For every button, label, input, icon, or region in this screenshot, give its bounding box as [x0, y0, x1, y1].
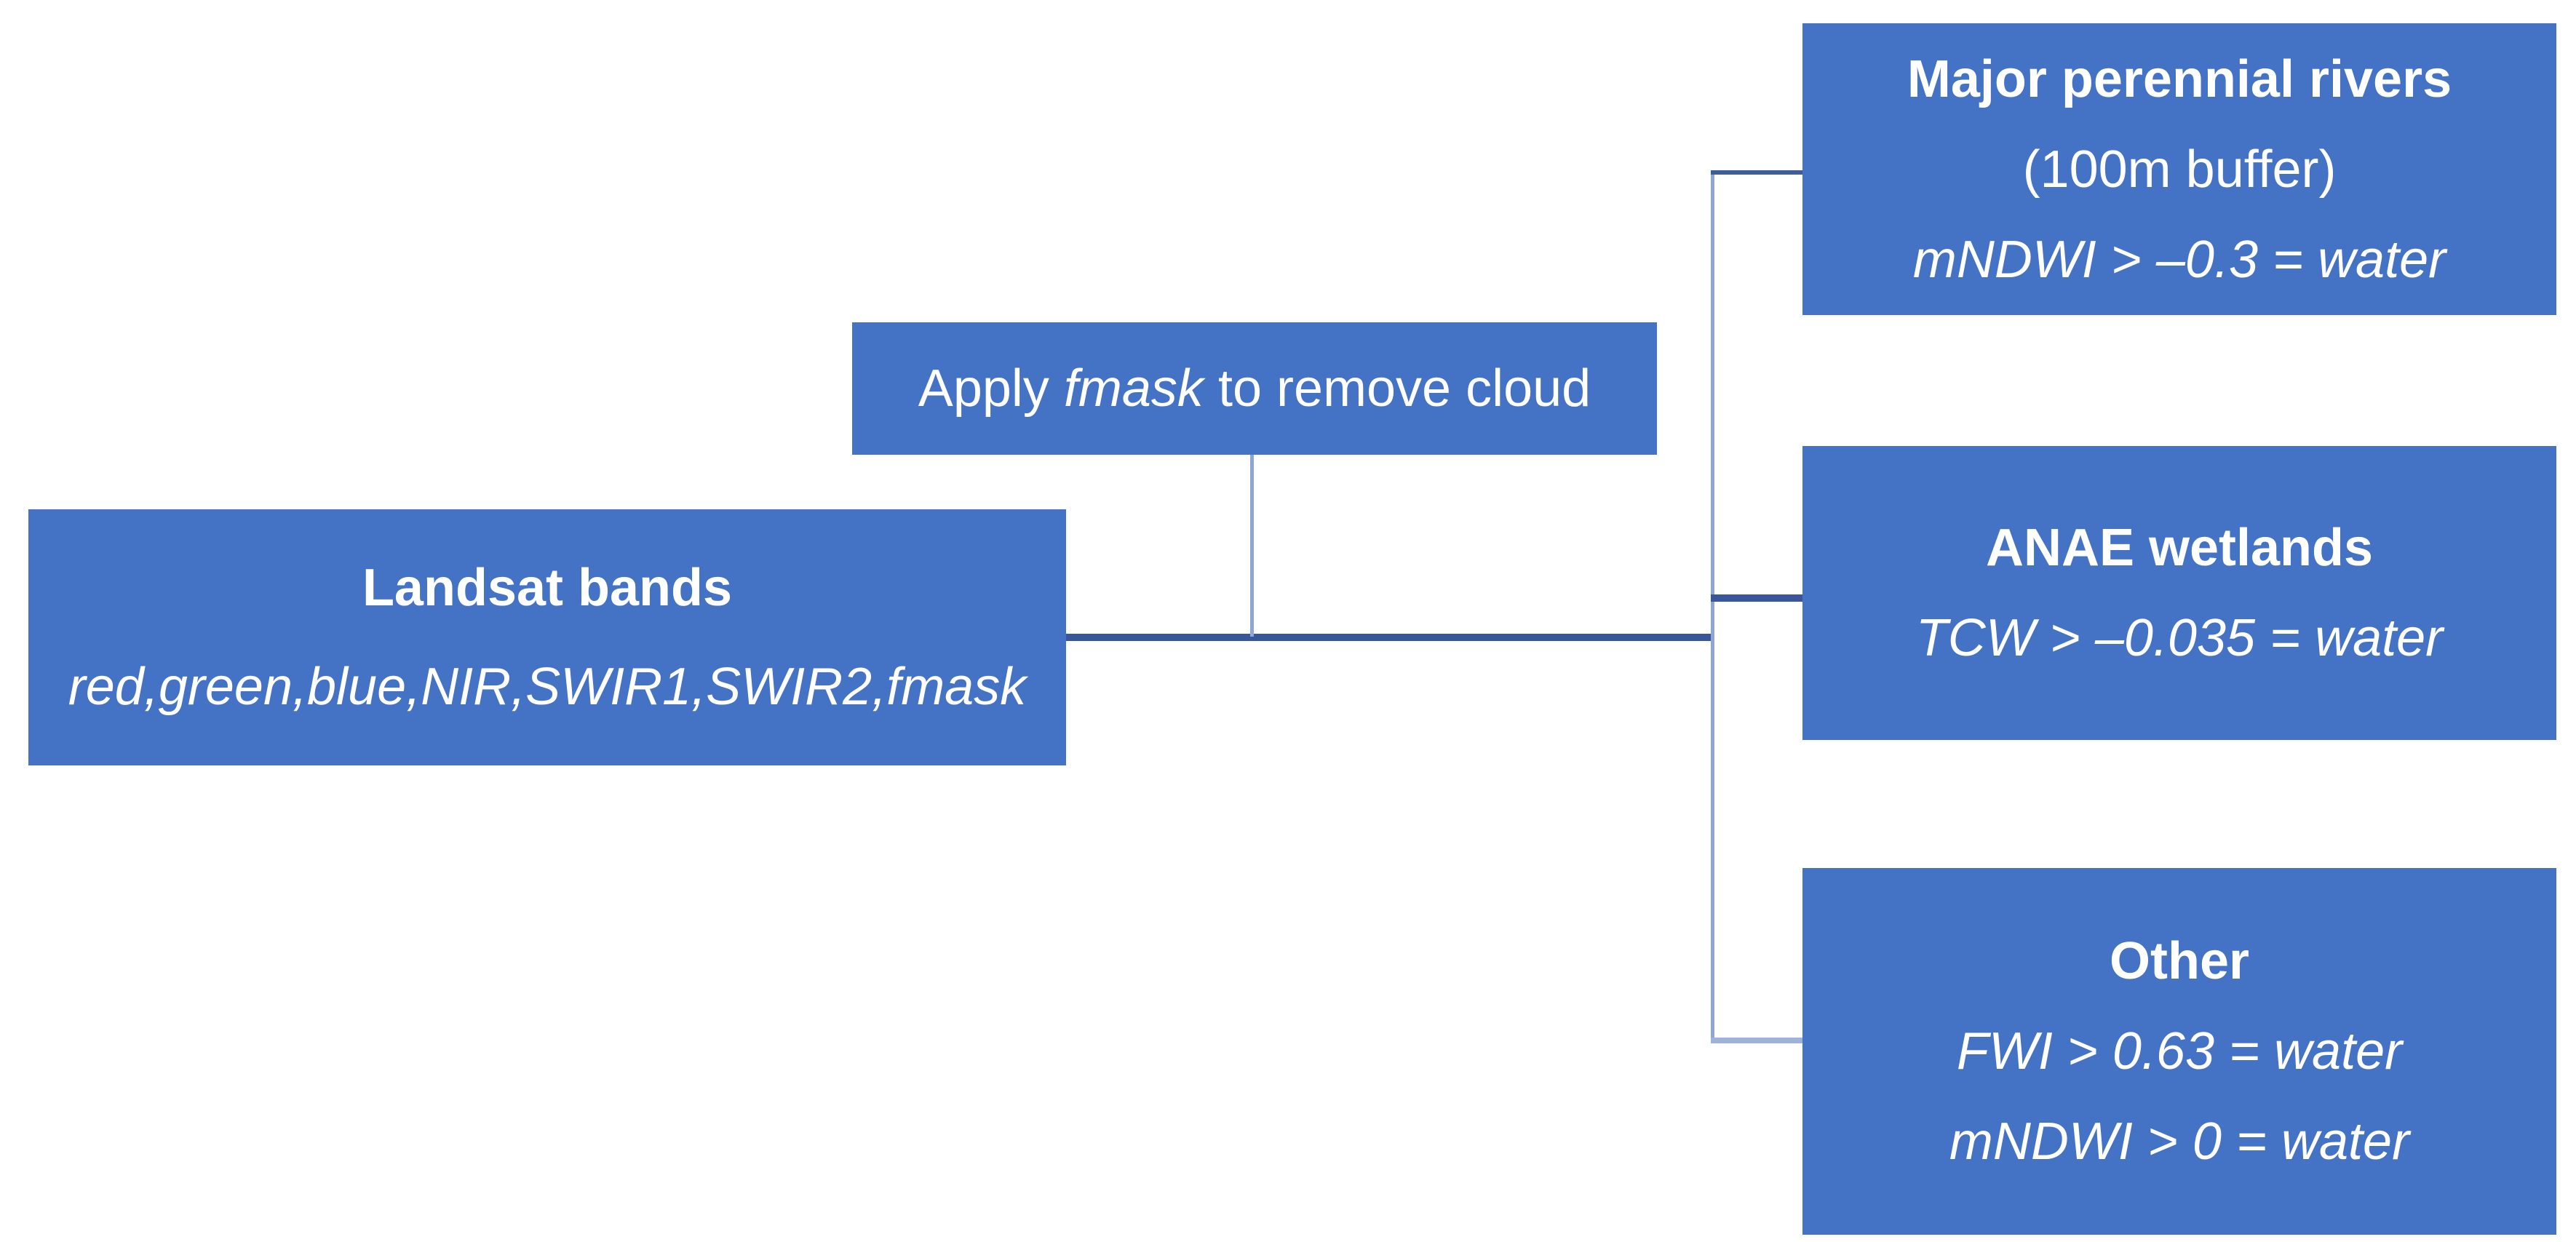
rivers-subtitle: (100m buffer) [2022, 140, 2337, 199]
other-threshold-rule-2: mNDWI > 0 = water [1949, 1112, 2410, 1171]
landsat-bands-node: Landsat bands red,green,blue,NIR,SWIR1,S… [28, 509, 1066, 765]
fmask-process-label: Apply fmask to remove cloud [918, 343, 1591, 434]
other-title: Other [2109, 932, 2250, 990]
other-output-node: Other FWI > 0.63 = water mNDWI > 0 = wat… [1802, 868, 2556, 1235]
rivers-output-node: Major perennial rivers (100m buffer) mND… [1802, 23, 2556, 315]
wetlands-output-node: ANAE wetlands TCW > –0.035 = water [1802, 446, 2556, 740]
fmask-process-node: Apply fmask to remove cloud [852, 322, 1657, 455]
fmask-connector-stub [1250, 455, 1254, 637]
wetlands-threshold-rule: TCW > –0.035 = water [1915, 609, 2444, 667]
rivers-connector-stub [1711, 170, 1802, 175]
bracket-vertical-line [1711, 172, 1714, 1042]
other-connector-stub [1711, 1038, 1802, 1043]
other-threshold-rule-1: FWI > 0.63 = water [1956, 1022, 2403, 1080]
wetlands-connector-stub [1711, 594, 1802, 602]
fmask-label-suffix: to remove cloud [1203, 359, 1591, 418]
wetlands-title: ANAE wetlands [1985, 519, 2374, 577]
fmask-label-prefix: Apply [918, 359, 1064, 418]
main-connector-line [1066, 634, 1714, 641]
landsat-title: Landsat bands [362, 559, 733, 617]
landsat-bands-list: red,green,blue,NIR,SWIR1,SWIR2,fmask [68, 658, 1027, 716]
fmask-label-emphasis: fmask [1063, 359, 1204, 418]
rivers-title: Major perennial rivers [1907, 49, 2452, 108]
rivers-threshold-rule: mNDWI > –0.3 = water [1912, 230, 2446, 289]
